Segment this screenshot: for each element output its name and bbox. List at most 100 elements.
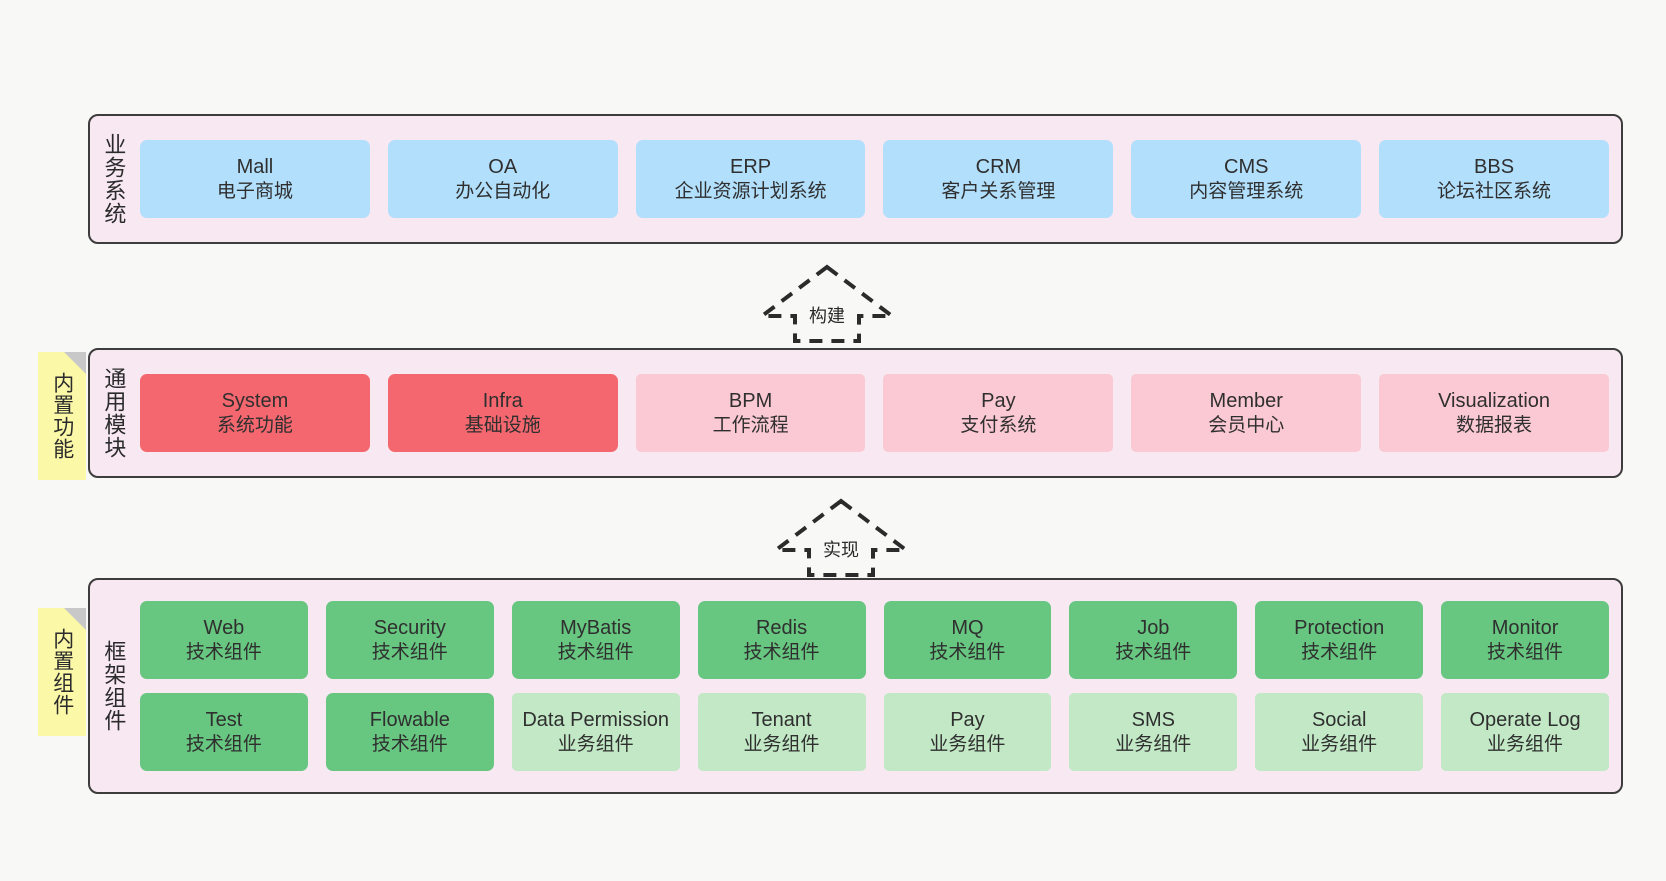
node-title-cn: 企业资源计划系统	[674, 180, 827, 202]
node-title-cn: 会员中心	[1208, 414, 1285, 436]
node-title-cn: 技术组件	[1487, 641, 1564, 663]
node-title-cn: 电子商城	[216, 180, 293, 202]
node-title-en: BBS	[1474, 156, 1515, 179]
node-title-en: Member	[1209, 390, 1283, 413]
node-title-cn: 客户关系管理	[941, 180, 1056, 202]
connector-build: 构建	[756, 262, 898, 346]
node-title-cn: 基础设施	[464, 414, 541, 436]
node-title-en: CMS	[1224, 156, 1269, 179]
node-title-cn: 业务组件	[557, 733, 634, 755]
node-title-cn: 支付系统	[960, 414, 1037, 436]
node-title-cn: 技术组件	[371, 641, 448, 663]
node-title-en: Pay	[950, 709, 985, 732]
node-title-en: Visualization	[1438, 390, 1551, 413]
node-title-cn: 业务组件	[1301, 733, 1378, 755]
node-title-cn: 论坛社区系统	[1437, 180, 1552, 202]
node-title-cn: 技术组件	[929, 641, 1006, 663]
node-title-en: OA	[488, 156, 518, 179]
node-title-en: Job	[1137, 617, 1170, 640]
node-title-cn: 技术组件	[1115, 641, 1192, 663]
node-title-cn: 内容管理系统	[1189, 180, 1304, 202]
node-title-en: CRM	[975, 156, 1022, 179]
node-title-en: System	[221, 390, 289, 413]
sticky-note-builtin-features-label: 内置功能	[50, 372, 74, 460]
connector-build-label: 构建	[806, 302, 848, 328]
node-title-cn: 技术组件	[185, 733, 262, 755]
node-title-cn: 业务组件	[929, 733, 1006, 755]
node-title-en: Tenant	[751, 709, 812, 732]
node-title-cn: 业务组件	[1115, 733, 1192, 755]
node-title-cn: 工作流程	[712, 414, 789, 436]
node-title-en: Operate Log	[1469, 709, 1581, 732]
node-title-cn: 技术组件	[557, 641, 634, 663]
node-title-cn: 数据报表	[1456, 414, 1533, 436]
sticky-note-builtin-components-label: 内置组件	[50, 628, 74, 716]
node-title-cn: 业务组件	[743, 733, 820, 755]
node-title-en: Monitor	[1491, 617, 1559, 640]
node-title-cn: 技术组件	[1301, 641, 1378, 663]
node-title-en: Web	[203, 617, 245, 640]
node-title-en: Infra	[482, 390, 523, 413]
node-title-en: Data Permission	[522, 709, 670, 732]
node-title-en: SMS	[1131, 709, 1175, 732]
node-title-en: Social	[1311, 709, 1367, 732]
layer-framework-component-title: 框架组件	[101, 640, 127, 732]
node-title-en: MQ	[951, 617, 984, 640]
node-title-en: ERP	[730, 156, 772, 179]
node-title-cn: 技术组件	[185, 641, 262, 663]
node-title-en: Test	[205, 709, 243, 732]
node-title-cn: 业务组件	[1487, 733, 1564, 755]
node-title-cn: 技术组件	[743, 641, 820, 663]
sticky-note-builtin-features: 内置功能	[38, 352, 86, 480]
sticky-note-builtin-components: 内置组件	[38, 608, 86, 736]
sticky-fold-icon	[64, 608, 86, 630]
connector-implement-label: 实现	[820, 536, 862, 562]
layer-business-system-title: 业务系统	[101, 133, 127, 225]
node-title-en: BPM	[728, 390, 773, 413]
node-title-cn: 技术组件	[371, 733, 448, 755]
connector-implement: 实现	[770, 496, 912, 580]
node-title-en: Security	[373, 617, 446, 640]
node-title-en: Redis	[755, 617, 808, 640]
sticky-fold-icon	[64, 352, 86, 374]
node-title-cn: 办公自动化	[455, 180, 551, 202]
node-title-en: MyBatis	[560, 617, 632, 640]
node-title-en: Mall	[236, 156, 274, 179]
